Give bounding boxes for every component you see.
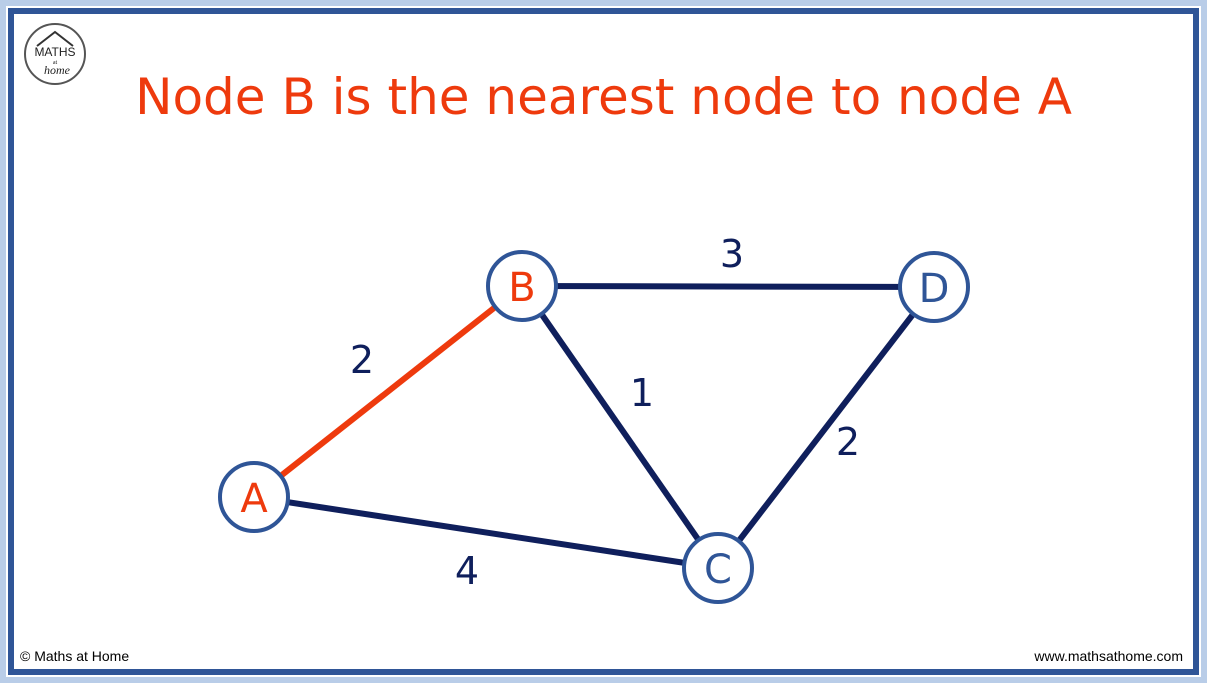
- inner-frame: [8, 8, 1199, 675]
- edge-a-c: [253, 494, 719, 571]
- node-a-circle: [218, 461, 290, 533]
- node-c: C: [682, 532, 754, 604]
- edge-weight-a-b: 2: [350, 338, 374, 382]
- edge-weight-a-c: 4: [455, 549, 479, 593]
- edge-d-c: [715, 285, 937, 570]
- node-a: A: [218, 461, 290, 533]
- edge-labels-layer: 2 3 1 2 4: [350, 232, 860, 593]
- edge-weight-b-d: 3: [720, 232, 744, 276]
- maths-at-home-logo: MATHS at home: [24, 23, 86, 85]
- edge-a-b: [252, 283, 524, 500]
- logo-text-maths: MATHS: [34, 45, 75, 59]
- node-c-label: C: [704, 547, 732, 593]
- nodes-layer: A B C D: [218, 250, 970, 604]
- node-b: B: [486, 250, 558, 322]
- edges-layer: [252, 283, 937, 571]
- page-title: Node B is the nearest node to node A: [135, 68, 1072, 126]
- logo-text-at: at: [53, 60, 58, 66]
- node-d: D: [898, 251, 970, 323]
- website-text: www.mathsathome.com: [1034, 648, 1183, 664]
- node-d-label: D: [919, 266, 950, 312]
- node-c-circle: [682, 532, 754, 604]
- node-b-label: B: [508, 265, 535, 311]
- copyright-text: © Maths at Home: [20, 648, 130, 664]
- node-a-label: A: [240, 476, 268, 522]
- node-d-circle: [898, 251, 970, 323]
- edge-b-c: [519, 284, 721, 570]
- edge-weight-b-c: 1: [630, 371, 654, 415]
- edge-weight-d-c: 2: [836, 420, 860, 464]
- edge-b-d: [521, 283, 935, 290]
- logo-text-home: home: [44, 63, 71, 77]
- node-b-circle: [486, 250, 558, 322]
